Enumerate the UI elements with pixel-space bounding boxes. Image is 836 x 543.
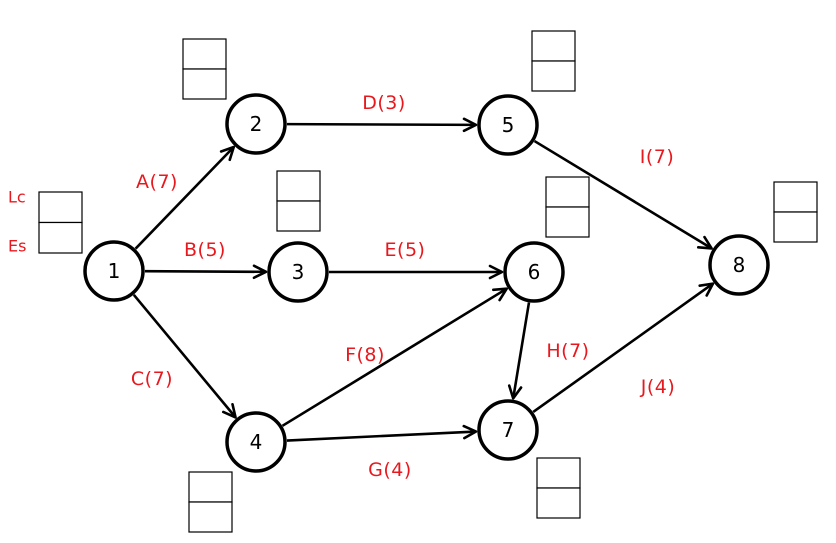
time-box-bottom-cell [773, 211, 818, 243]
arrowhead-icon [252, 264, 268, 280]
edge-line [532, 282, 714, 414]
node-circle [267, 241, 329, 303]
node-label: 2 [250, 112, 263, 136]
time-box-top-cell [773, 181, 818, 213]
arrowhead-icon [698, 282, 715, 297]
legend: Lc Es [8, 188, 26, 256]
node-label: 6 [528, 260, 541, 284]
activity-label: E(5) [385, 239, 426, 261]
activity-label: C(7) [131, 368, 173, 390]
node-label: 7 [502, 418, 515, 442]
time-box-top-cell [536, 457, 581, 489]
time-box-bottom-cell [38, 221, 83, 254]
activity-label: H(7) [546, 340, 589, 362]
arrowhead-icon [219, 145, 236, 162]
activity-label: A(7) [136, 171, 178, 193]
time-box-bottom-cell [182, 68, 227, 100]
time-box-3 [276, 170, 321, 232]
edge-line [533, 139, 713, 250]
edge-line [144, 269, 267, 274]
time-box-top-cell [182, 38, 227, 70]
node-circle [83, 240, 145, 302]
node-circle [225, 411, 287, 473]
time-box-bottom-cell [276, 200, 321, 232]
time-box-bottom-cell [536, 487, 581, 519]
node-1: 1 [83, 240, 145, 302]
node-4: 4 [225, 411, 287, 473]
node-label: 4 [250, 430, 263, 454]
time-box-6 [545, 176, 590, 238]
node-circle [225, 93, 287, 155]
edge-2-5: D(3) [286, 92, 478, 133]
node-label: 8 [733, 253, 746, 277]
time-box-top-cell [531, 30, 576, 62]
nodes-layer: 1 2 3 4 5 6 7 8 [83, 93, 770, 473]
node-circle [503, 241, 565, 303]
node-5: 5 [477, 94, 539, 156]
arrowhead-icon [462, 424, 478, 440]
activity-label: F(8) [345, 344, 385, 366]
edge-1-4: C(7) [131, 294, 237, 419]
edge-line [286, 430, 477, 442]
arrowhead-icon [507, 384, 523, 400]
time-box-top-cell [38, 191, 83, 224]
node-label: 1 [108, 259, 121, 283]
time-box-bottom-cell [531, 60, 576, 92]
time-box-4 [188, 471, 233, 533]
time-box-top-cell [276, 170, 321, 202]
legend-lc-label: Lc [8, 188, 26, 207]
arrowhead-icon [696, 235, 713, 250]
time-box-5 [531, 30, 576, 92]
time-box-bottom-cell [188, 501, 233, 533]
node-circle [477, 94, 539, 156]
edge-line [511, 302, 531, 399]
edge-1-2: A(7) [134, 145, 236, 250]
node-7: 7 [477, 399, 539, 461]
edges-layer: A(7) B(5) C(7) D(3) E(5) F(8) G(4) H(7) I(7) J(4) [131, 92, 715, 481]
edge-7-8: J(4) [532, 282, 715, 414]
node-label: 5 [502, 113, 515, 137]
time-box-7 [536, 457, 581, 519]
time-boxes-layer [38, 30, 818, 533]
edge-4-7: G(4) [286, 424, 478, 481]
arrowhead-icon [492, 287, 508, 302]
time-box-1 [38, 191, 83, 254]
legend-es-label: Es [8, 237, 26, 256]
arrowhead-icon [462, 117, 478, 133]
edge-line [286, 122, 477, 127]
activity-label: I(7) [640, 146, 675, 168]
node-circle [708, 234, 770, 296]
activity-label: G(4) [368, 459, 412, 481]
node-circle [477, 399, 539, 461]
arrowhead-icon [221, 403, 237, 419]
activity-label: B(5) [184, 239, 226, 261]
time-box-2 [182, 38, 227, 100]
activity-label: J(4) [640, 376, 676, 398]
edge-line [134, 146, 235, 250]
edge-1-3: B(5) [144, 239, 268, 280]
arrowhead-icon [488, 264, 504, 280]
edge-line [281, 287, 508, 427]
node-label: 3 [292, 260, 305, 284]
edge-6-7: H(7) [507, 302, 589, 400]
node-6: 6 [503, 241, 565, 303]
activity-label: D(3) [362, 92, 406, 114]
time-box-top-cell [545, 176, 590, 208]
edge-5-8: I(7) [533, 139, 713, 250]
edge-3-6: E(5) [329, 239, 504, 280]
edge-line [132, 294, 237, 419]
time-box-8 [773, 181, 818, 243]
node-3: 3 [267, 241, 329, 303]
node-8: 8 [708, 234, 770, 296]
time-box-top-cell [188, 471, 233, 503]
node-2: 2 [225, 93, 287, 155]
time-box-bottom-cell [545, 206, 590, 238]
edge-4-6: F(8) [281, 287, 508, 427]
